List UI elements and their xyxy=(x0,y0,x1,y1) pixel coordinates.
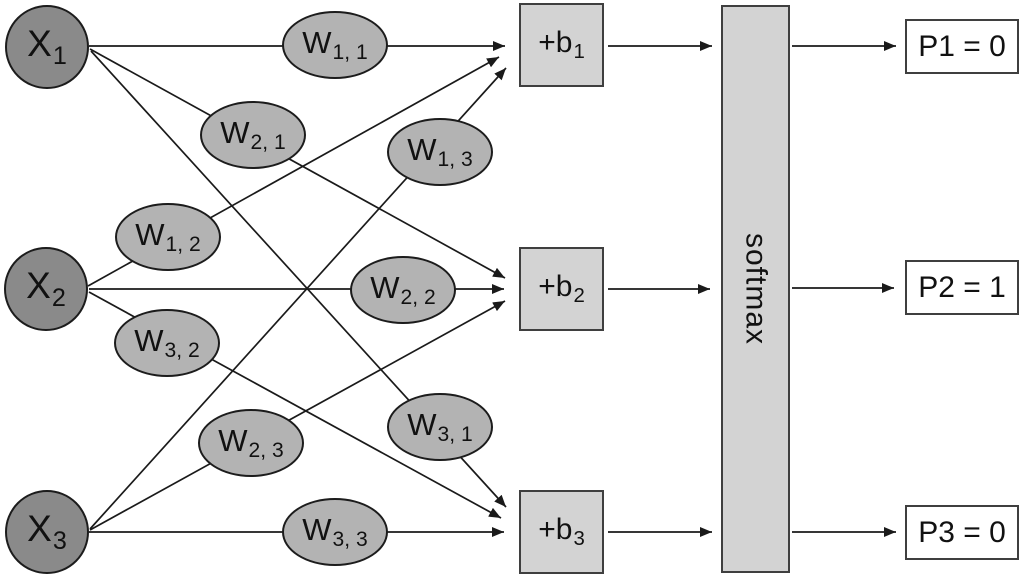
weight-label: W xyxy=(302,512,332,548)
weight-subscript: 1, 3 xyxy=(437,147,473,171)
weight-node-w2-1: W2, 1 xyxy=(200,101,306,169)
edge-x3-b2 xyxy=(89,300,506,531)
weight-subscript: 3, 2 xyxy=(164,338,200,362)
output-box-p3: P3 = 0 xyxy=(905,505,1019,560)
weight-subscript: 2, 3 xyxy=(248,438,284,462)
bias-subscript: 3 xyxy=(573,527,585,550)
input-node-x2: X2 xyxy=(4,247,88,331)
weight-node-w2-2: W2, 2 xyxy=(350,256,456,324)
weight-label: W xyxy=(135,217,165,253)
weight-node-w1-1: W1, 1 xyxy=(282,11,388,79)
weight-node-w3-2: W3, 2 xyxy=(114,309,220,377)
output-label: P1 = 0 xyxy=(918,29,1006,63)
bias-node-b1: +b1 xyxy=(519,3,604,87)
output-box-p2: P2 = 1 xyxy=(905,260,1019,315)
weight-label: W xyxy=(302,25,332,61)
input-node-x3: X3 xyxy=(5,490,89,574)
weight-label: W xyxy=(370,270,400,306)
bias-label: +b xyxy=(538,26,573,60)
weight-label: W xyxy=(220,115,250,151)
bias-node-b3: +b3 xyxy=(519,490,604,574)
bias-subscript: 1 xyxy=(573,40,585,63)
output-box-p1: P1 = 0 xyxy=(905,19,1019,74)
input-subscript: 2 xyxy=(51,283,66,312)
edge-x1-b2 xyxy=(89,48,506,279)
input-label: X xyxy=(26,265,51,307)
weight-subscript: 3, 1 xyxy=(437,422,473,446)
bias-label: +b xyxy=(538,270,573,304)
weight-node-w2-3: W2, 3 xyxy=(198,409,304,477)
weight-label: W xyxy=(134,323,164,359)
input-subscript: 1 xyxy=(52,41,67,70)
weight-label: W xyxy=(407,407,437,443)
bias-node-b2: +b2 xyxy=(519,247,604,331)
softmax-label: softmax xyxy=(739,232,773,346)
weight-node-w3-1: W3, 1 xyxy=(387,393,493,461)
weight-subscript: 2, 1 xyxy=(250,130,286,154)
weight-subscript: 1, 1 xyxy=(332,40,368,64)
input-subscript: 3 xyxy=(52,526,67,555)
input-label: X xyxy=(27,508,52,550)
weight-node-w1-2: W1, 2 xyxy=(115,203,221,271)
input-label: X xyxy=(27,23,52,65)
bias-subscript: 2 xyxy=(573,284,585,307)
output-label: P2 = 1 xyxy=(918,270,1006,304)
weight-subscript: 1, 2 xyxy=(165,232,201,256)
weight-subscript: 3, 3 xyxy=(332,527,368,551)
weight-node-w1-3: W1, 3 xyxy=(387,118,493,186)
softmax-box: softmax xyxy=(721,5,790,573)
bias-label: +b xyxy=(538,513,573,547)
weight-label: W xyxy=(218,423,248,459)
weight-subscript: 2, 2 xyxy=(400,285,436,309)
output-label: P3 = 0 xyxy=(918,515,1006,549)
weight-node-w3-3: W3, 3 xyxy=(282,498,388,566)
input-node-x1: X1 xyxy=(5,5,89,89)
weight-label: W xyxy=(407,132,437,168)
